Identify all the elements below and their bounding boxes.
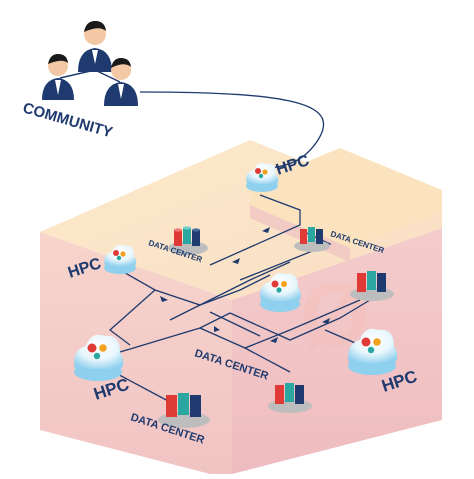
data-center-storage-icon: [350, 271, 394, 301]
isometric-block: Ø: [40, 140, 442, 474]
block-step-face: [250, 148, 442, 248]
hpc-cloud-gears-icon: [104, 244, 137, 274]
data-center-storage-icon: [268, 383, 312, 413]
data-center-storage-icon: [168, 226, 208, 255]
data-center-storage-icon: [294, 227, 330, 252]
hpc-cloud-gears-icon: [74, 334, 124, 381]
community-people-icon: [42, 21, 138, 106]
flow-arrows: [160, 227, 330, 343]
person-icon: [78, 21, 112, 72]
hpc-cloud-gears-icon: [348, 328, 398, 375]
person-icon: [42, 54, 74, 100]
hpc-cloud-gears-icon: [260, 273, 301, 312]
line-top-hpc: [209, 194, 301, 266]
hpc-cloud-gears-icon: [246, 162, 279, 192]
community-label: COMMUNITY: [21, 100, 115, 142]
person-icon: [104, 58, 138, 106]
community-link: [139, 91, 325, 169]
data-center-storage-icon: [158, 393, 210, 428]
